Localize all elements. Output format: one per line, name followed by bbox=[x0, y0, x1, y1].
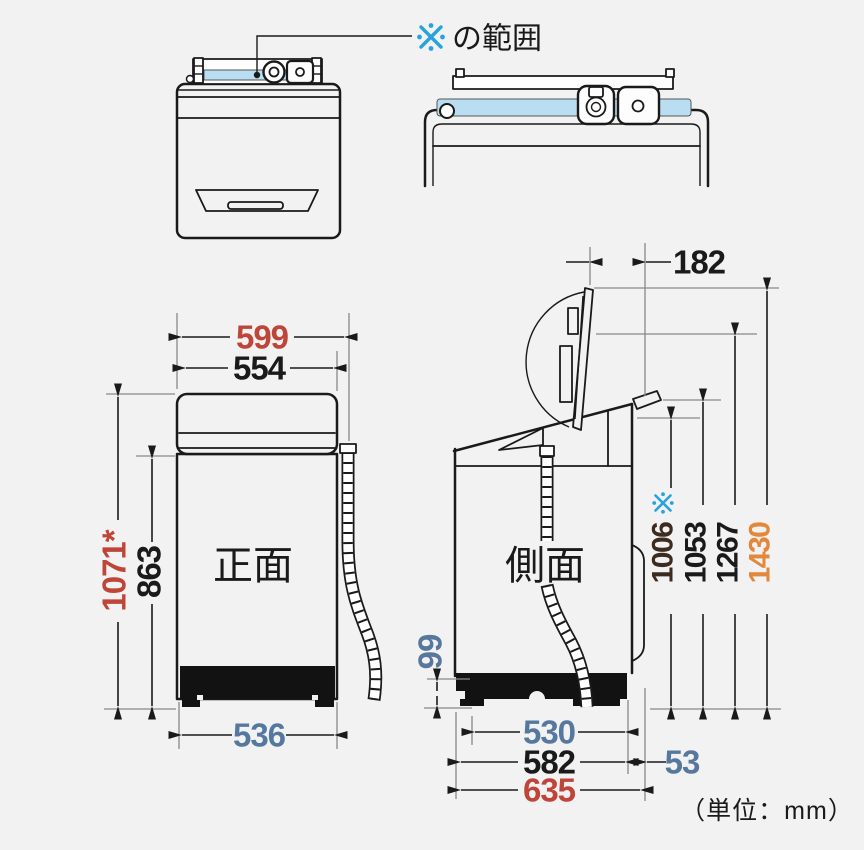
drain-hose bbox=[339, 443, 383, 701]
svg-text:1006: 1006 bbox=[647, 522, 680, 584]
dim-height-1053: 1053 bbox=[680, 388, 713, 720]
inlet-valve-box bbox=[616, 85, 661, 126]
inlet-hose-stub bbox=[539, 445, 555, 541]
reference-mark-icon bbox=[417, 23, 445, 51]
svg-text:53: 53 bbox=[665, 744, 700, 781]
dim-depth-635: 635 bbox=[447, 772, 654, 809]
lid-swing-arc bbox=[525, 291, 585, 428]
dim-front-width-base: 536 bbox=[168, 717, 348, 754]
side-view: 側面 182 bbox=[412, 243, 781, 809]
dim-height-1006: 1006 bbox=[647, 406, 680, 720]
svg-text:530: 530 bbox=[523, 714, 575, 751]
hose-connector bbox=[576, 84, 616, 126]
svg-text:635: 635 bbox=[523, 772, 576, 809]
dim-height-1430: 1430 bbox=[744, 277, 777, 720]
hose-connector bbox=[262, 60, 286, 84]
top-back-detail-view bbox=[423, 68, 710, 188]
rear-hose-cover bbox=[631, 544, 645, 662]
detergent-drawer bbox=[195, 189, 319, 212]
lid-latch bbox=[498, 427, 544, 451]
dim-lid-projection: 182 bbox=[566, 244, 727, 281]
svg-text:554: 554 bbox=[233, 350, 287, 387]
svg-text:1430: 1430 bbox=[744, 522, 777, 584]
svg-text:599: 599 bbox=[236, 319, 289, 356]
dim-front-height-body: 863 bbox=[131, 445, 168, 720]
side-view-label: 側面 bbox=[505, 544, 585, 588]
svg-text:536: 536 bbox=[233, 717, 286, 754]
note-label: の範囲 bbox=[452, 23, 542, 56]
top-bar bbox=[452, 75, 674, 90]
note-leader bbox=[253, 35, 412, 79]
dim-height-1267: 1267 bbox=[712, 322, 745, 720]
lid bbox=[175, 392, 339, 456]
svg-text:1053: 1053 bbox=[680, 522, 713, 584]
cabinet bbox=[175, 452, 339, 701]
inlet-valve-box bbox=[285, 59, 315, 85]
svg-text:182: 182 bbox=[673, 244, 726, 281]
dim-depth-582: 582 bbox=[447, 744, 639, 781]
dim-depth-530: 530 bbox=[461, 714, 639, 751]
unit-note: （単位：mm） bbox=[680, 797, 854, 825]
drain-hose bbox=[540, 583, 594, 708]
dim-front-height-total: 1071* bbox=[96, 383, 133, 720]
dim-front-width-body: 554 bbox=[172, 350, 347, 387]
reference-mark-small-icon bbox=[652, 492, 674, 514]
dim-base-height: 99 bbox=[412, 634, 449, 719]
svg-text:863: 863 bbox=[131, 545, 168, 598]
front-view-machine: 正面 bbox=[175, 392, 383, 707]
svg-text:1267: 1267 bbox=[712, 522, 745, 584]
front-view: 正面 599 554 1071* 863 bbox=[96, 313, 383, 754]
svg-text:582: 582 bbox=[523, 744, 576, 781]
svg-text:99: 99 bbox=[412, 634, 449, 669]
front-view-label: 正面 bbox=[213, 544, 293, 588]
open-lid bbox=[498, 287, 594, 451]
base bbox=[180, 666, 335, 699]
inlet-connector bbox=[632, 390, 662, 410]
dim-hose-offset: 53 bbox=[633, 744, 701, 781]
side-view-machine: 側面 bbox=[452, 287, 662, 708]
svg-text:1071*: 1071* bbox=[96, 529, 133, 611]
dim-front-width-with-hose: 599 bbox=[168, 319, 358, 356]
